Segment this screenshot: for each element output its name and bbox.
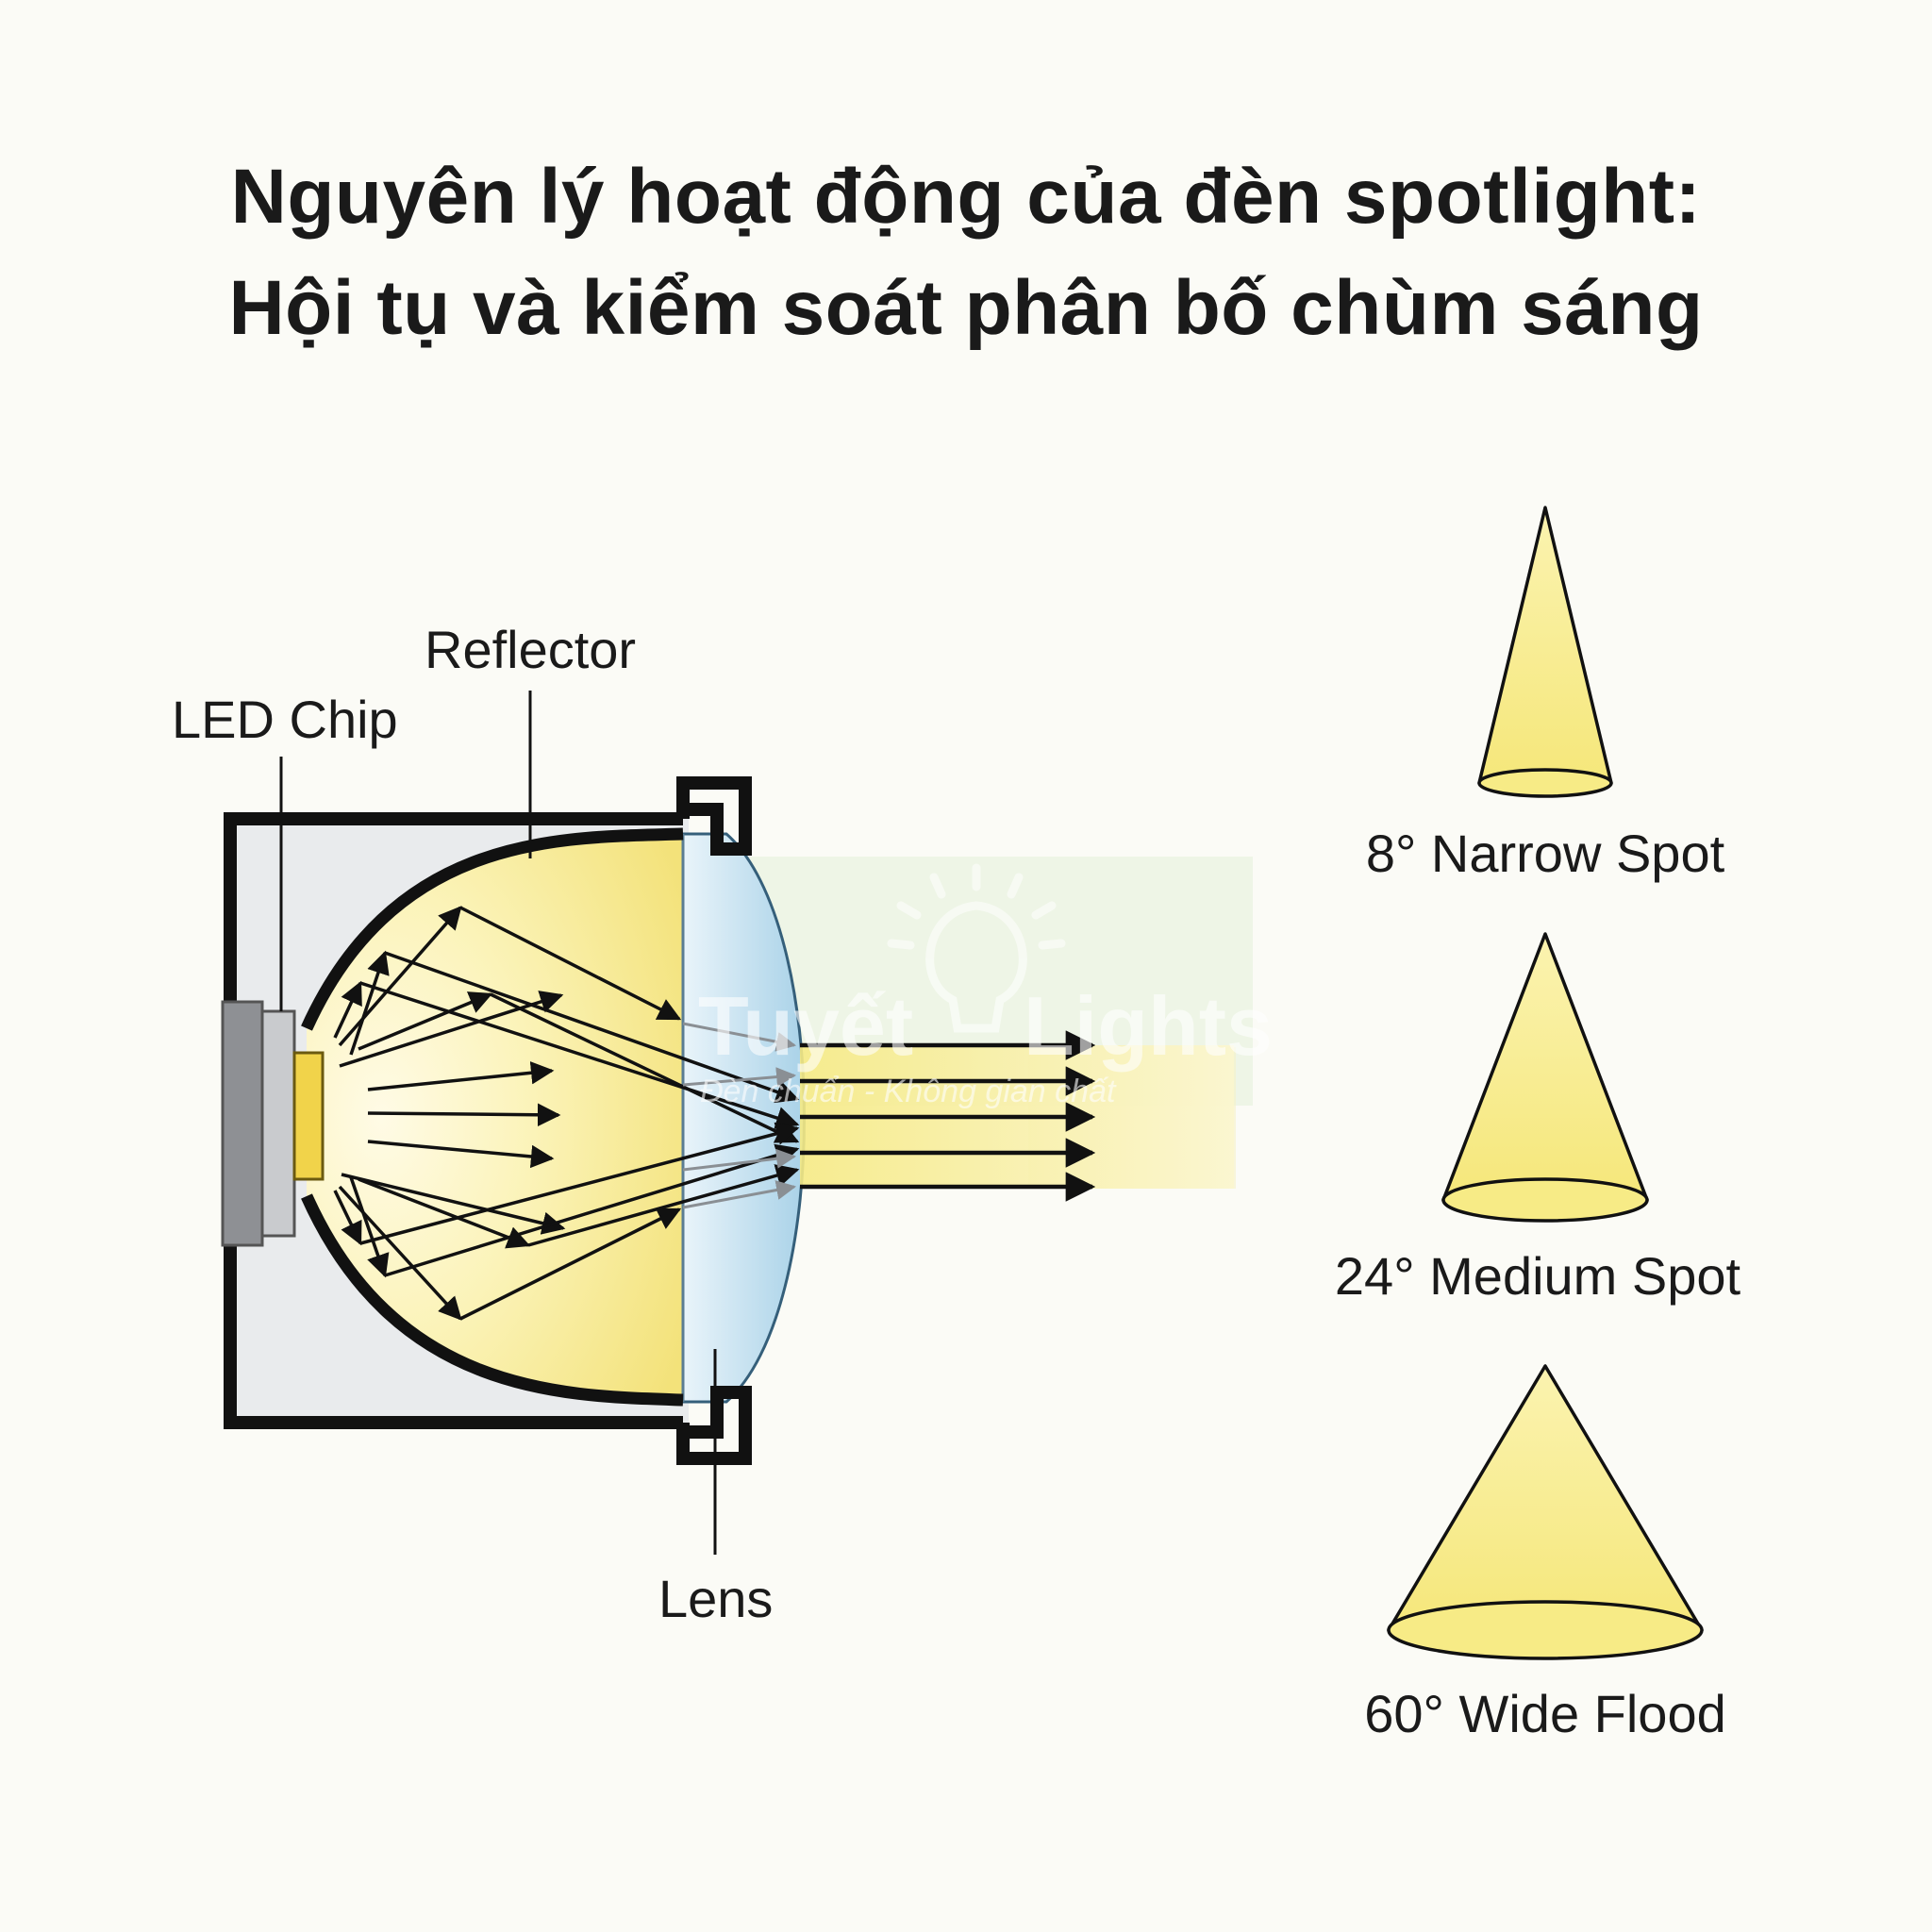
beam-cone-wide bbox=[1387, 1364, 1704, 1660]
front-bracket-bottom bbox=[676, 1386, 752, 1465]
direct-rays bbox=[339, 991, 566, 1235]
beam-cone-narrow bbox=[1477, 506, 1613, 798]
beam-label-wide: 60° Wide Flood bbox=[1364, 1684, 1725, 1743]
led-chip bbox=[292, 1051, 325, 1181]
front-bracket-top bbox=[676, 776, 752, 856]
beam-label-medium: 24° Medium Spot bbox=[1335, 1246, 1741, 1306]
parallel-output-rays bbox=[800, 1030, 1096, 1202]
led-heatsink bbox=[221, 1000, 264, 1247]
led-board bbox=[260, 1009, 296, 1238]
page-title: Nguyên lý hoạt động của đèn spotlight: H… bbox=[0, 142, 1932, 364]
title-line-1: Nguyên lý hoạt động của đèn spotlight: bbox=[230, 154, 1702, 240]
reflected-rays bbox=[333, 906, 800, 1321]
led-chip-label: LED Chip bbox=[172, 690, 398, 749]
beam-label-narrow: 8° Narrow Spot bbox=[1366, 824, 1725, 883]
reflector-label: Reflector bbox=[425, 620, 636, 679]
lens-refraction-rays bbox=[682, 1022, 797, 1209]
lightbulb-icon bbox=[887, 863, 1066, 1033]
beam-cone-medium bbox=[1441, 932, 1649, 1223]
reflector-lower-curve bbox=[301, 1193, 684, 1407]
lens-label: Lens bbox=[658, 1569, 773, 1628]
title-line-2: Hội tụ và kiểm soát phân bố chùm sáng bbox=[228, 265, 1704, 351]
watermark-brand-right: Lights bbox=[1024, 979, 1273, 1073]
watermark-brand-left: Tuyết bbox=[698, 979, 913, 1073]
watermark-tagline: Đèn chuẩn - Không gian chất bbox=[700, 1074, 1117, 1109]
reflector-upper-curve bbox=[301, 827, 684, 1031]
